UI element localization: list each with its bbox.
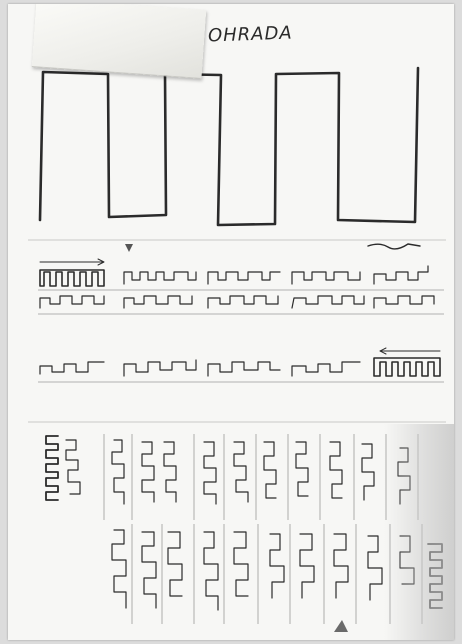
meander-row-1 (38, 266, 444, 290)
direction-arrow-left (380, 348, 440, 354)
meander-row-3 (38, 358, 444, 382)
vertical-meander-band-1 (46, 434, 418, 520)
photo-shadow (384, 424, 454, 640)
start-marker (125, 244, 133, 252)
large-fence-meander (40, 68, 418, 225)
page-title: OHRADA (208, 23, 293, 47)
scribble-mark (368, 244, 420, 249)
meander-row-2 (38, 296, 444, 314)
worksheet-page: OHRADA (8, 4, 454, 640)
masking-tape (32, 4, 206, 79)
direction-arrow-right (40, 259, 104, 265)
end-marker (334, 620, 348, 632)
